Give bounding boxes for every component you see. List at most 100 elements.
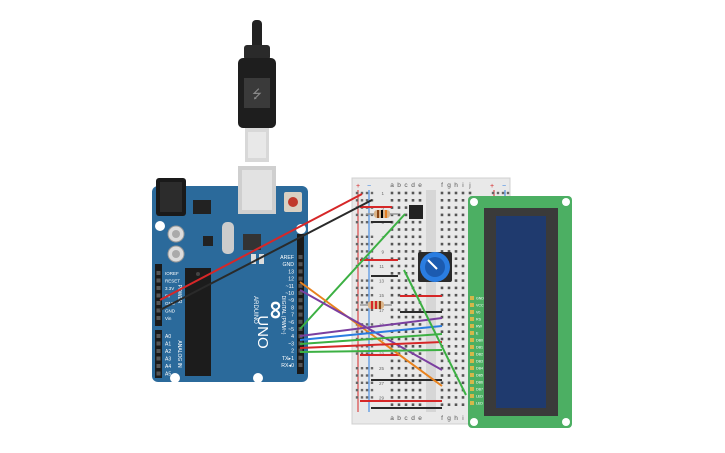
lcd-pin[interactable] — [470, 359, 474, 363]
breadboard-hole[interactable] — [447, 293, 451, 297]
breadboard-hole[interactable] — [461, 242, 465, 246]
breadboard-hole[interactable] — [447, 330, 451, 333]
breadboard-hole[interactable] — [404, 337, 408, 341]
breadboard-hole[interactable] — [447, 235, 451, 239]
breadboard-hole[interactable] — [397, 403, 401, 406]
breadboard-hole[interactable] — [418, 286, 422, 290]
breadboard-hole[interactable] — [404, 213, 408, 217]
breadboard-hole[interactable] — [390, 272, 394, 275]
breadboard-hole[interactable] — [404, 359, 408, 363]
power-pin[interactable] — [156, 301, 161, 305]
rail-hole[interactable] — [360, 352, 364, 355]
breadboard-hole[interactable] — [411, 199, 415, 202]
breadboard-hole[interactable] — [397, 308, 401, 312]
rail-hole[interactable] — [360, 286, 364, 290]
breadboard-hole[interactable] — [397, 337, 401, 341]
breadboard-hole[interactable] — [404, 352, 408, 355]
breadboard-hole[interactable] — [454, 359, 458, 363]
breadboard-hole[interactable] — [397, 301, 401, 304]
rail-hole[interactable] — [365, 257, 369, 260]
rail-hole[interactable] — [365, 264, 369, 268]
breadboard-hole[interactable] — [411, 323, 415, 326]
breadboard-hole[interactable] — [411, 264, 415, 268]
breadboard-hole[interactable] — [440, 235, 444, 239]
breadboard-hole[interactable] — [411, 381, 415, 385]
breadboard-hole[interactable] — [461, 308, 465, 312]
rail-hole[interactable] — [370, 323, 374, 326]
breadboard-hole[interactable] — [411, 330, 415, 333]
breadboard-hole[interactable] — [447, 242, 451, 246]
rail-hole[interactable] — [360, 257, 364, 260]
rail-hole[interactable] — [370, 235, 374, 238]
breadboard-hole[interactable] — [404, 301, 408, 304]
breadboard-hole[interactable] — [447, 315, 451, 319]
rail-hole[interactable] — [360, 191, 364, 195]
rail-hole[interactable] — [370, 388, 374, 392]
breadboard-hole[interactable] — [461, 315, 465, 319]
breadboard-hole[interactable] — [411, 228, 415, 231]
rail-hole[interactable] — [360, 388, 364, 392]
digital-pin[interactable] — [298, 348, 303, 353]
rail-hole[interactable] — [501, 191, 505, 195]
breadboard-hole[interactable] — [390, 250, 394, 253]
breadboard-hole[interactable] — [447, 396, 451, 399]
lcd-pin[interactable] — [470, 394, 474, 398]
breadboard-hole[interactable] — [440, 191, 444, 195]
breadboard-hole[interactable] — [447, 250, 451, 253]
breadboard-hole[interactable] — [411, 279, 415, 282]
breadboard-hole[interactable] — [404, 264, 408, 268]
breadboard-hole[interactable] — [454, 213, 458, 217]
rail-hole[interactable] — [365, 367, 369, 370]
breadboard-hole[interactable] — [461, 264, 465, 268]
breadboard-hole[interactable] — [440, 308, 444, 312]
rail-hole[interactable] — [370, 345, 374, 348]
analog-pin[interactable] — [156, 349, 161, 353]
rail-hole[interactable] — [355, 308, 359, 311]
rail-hole[interactable] — [360, 381, 364, 384]
rail-hole[interactable] — [355, 301, 359, 304]
rail-hole[interactable] — [370, 381, 374, 384]
breadboard-hole[interactable] — [440, 381, 444, 385]
breadboard-hole[interactable] — [397, 257, 401, 260]
breadboard-hole[interactable] — [418, 352, 422, 355]
breadboard-hole[interactable] — [404, 191, 408, 195]
digital-pin[interactable] — [298, 269, 303, 274]
breadboard-hole[interactable] — [454, 308, 458, 312]
lcd-pin[interactable] — [470, 373, 474, 377]
breadboard-hole[interactable] — [454, 272, 458, 275]
rail-hole[interactable] — [360, 294, 364, 297]
power-pin[interactable] — [156, 308, 161, 313]
arduino-uno-board[interactable]: ∞ ARDUINO UNO DIGITAL (PWM~) POWER ANALO… — [152, 166, 308, 383]
breadboard-hole[interactable] — [411, 359, 415, 363]
breadboard-hole[interactable] — [404, 396, 408, 399]
breadboard-hole[interactable] — [440, 199, 444, 202]
lcd-pin[interactable] — [470, 317, 474, 321]
rail-hole[interactable] — [355, 221, 359, 224]
breadboard-hole[interactable] — [397, 228, 401, 231]
breadboard-hole[interactable] — [390, 279, 394, 282]
breadboard-hole[interactable] — [418, 381, 422, 385]
breadboard-hole[interactable] — [461, 403, 465, 406]
breadboard-hole[interactable] — [418, 388, 422, 392]
digital-pin[interactable] — [298, 355, 303, 360]
rail-hole[interactable] — [360, 250, 364, 253]
breadboard-hole[interactable] — [418, 337, 422, 341]
rail-hole[interactable] — [370, 264, 374, 268]
digital-pin[interactable] — [298, 283, 303, 288]
rail-hole[interactable] — [370, 242, 374, 246]
breadboard-hole[interactable] — [390, 352, 394, 355]
breadboard-hole[interactable] — [390, 396, 394, 399]
breadboard-hole[interactable] — [454, 206, 458, 209]
rail-hole[interactable] — [360, 330, 364, 333]
lcd-pin[interactable] — [470, 296, 474, 300]
breadboard-hole[interactable] — [440, 330, 444, 333]
rail-hole[interactable] — [506, 191, 510, 195]
breadboard-hole[interactable] — [397, 206, 401, 209]
rail-hole[interactable] — [355, 388, 359, 392]
rail-hole[interactable] — [370, 374, 374, 377]
breadboard-hole[interactable] — [447, 345, 451, 348]
breadboard-hole[interactable] — [461, 366, 465, 370]
breadboard-hole[interactable] — [404, 286, 408, 290]
breadboard-hole[interactable] — [397, 293, 401, 297]
breadboard-hole[interactable] — [440, 206, 444, 209]
